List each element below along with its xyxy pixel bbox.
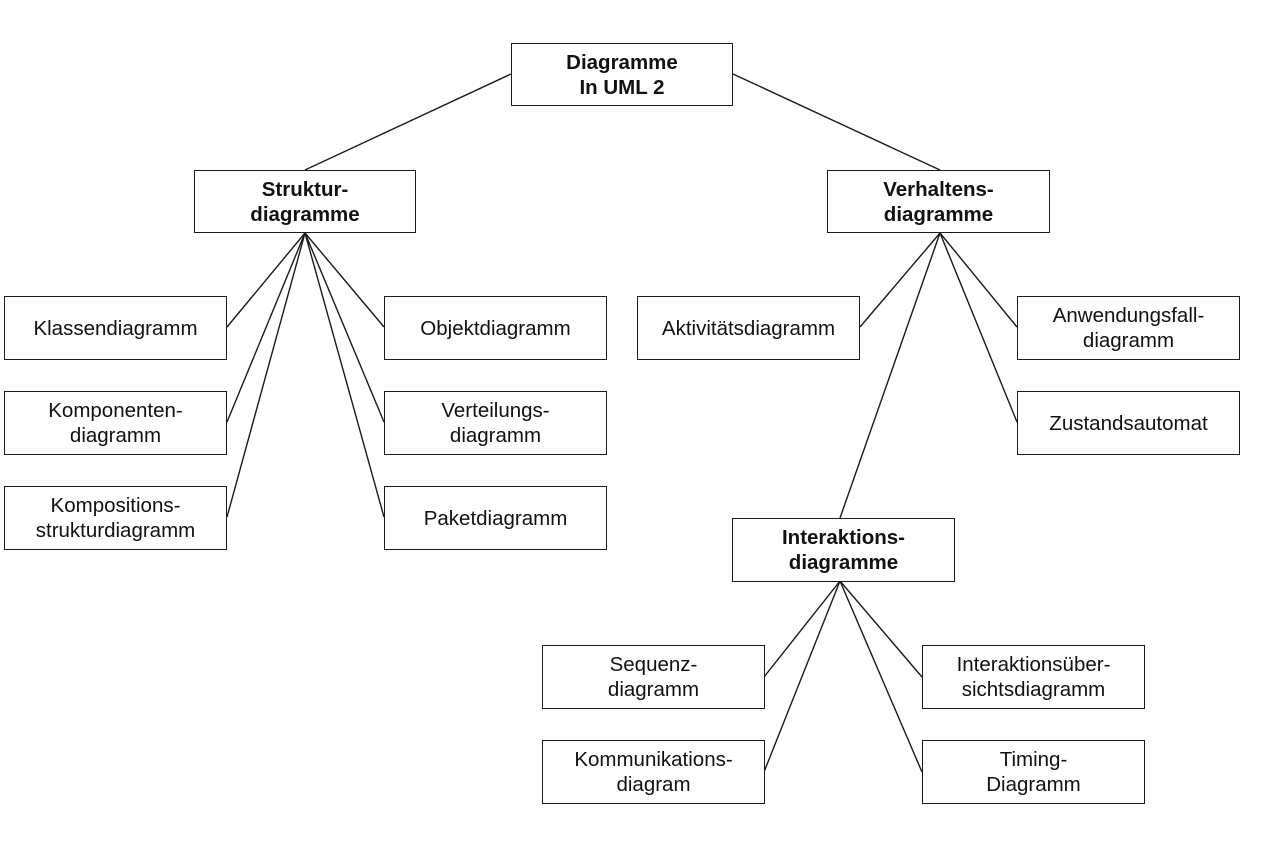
node-interaktionsuebersichtsdiagramm-line2: sichtsdiagramm bbox=[961, 678, 1106, 701]
node-strukturdiagramme-line1: Struktur- bbox=[261, 177, 349, 201]
node-zustandsautomat: Zustandsautomat bbox=[1017, 391, 1240, 455]
node-kommunikationsdiagram: Kommunikations- diagram bbox=[542, 740, 765, 804]
connector-struktur-paket bbox=[304, 232, 385, 518]
node-komponentendiagramm-line1: Komponenten- bbox=[48, 399, 183, 422]
node-interaktionsuebersichtsdiagramm: Interaktionsüber- sichtsdiagramm bbox=[922, 645, 1145, 709]
node-kompositionsstrukturdiagramm-line2: strukturdiagramm bbox=[35, 519, 196, 542]
node-root-line2: In UML 2 bbox=[579, 75, 665, 99]
connector-root-verhalten bbox=[732, 73, 941, 171]
node-timing-diagramm-line2: Diagramm bbox=[986, 773, 1081, 796]
node-kommunikationsdiagram-line1: Kommunikations- bbox=[574, 748, 733, 771]
node-klassendiagramm-line1: Klassendiagramm bbox=[33, 316, 198, 340]
node-verhaltensdiagramme-line1: Verhaltens- bbox=[883, 177, 994, 201]
connector-struktur-komponenten bbox=[226, 232, 306, 423]
connector-struktur-klassen bbox=[226, 232, 306, 328]
node-sequenzdiagramm-line2: diagramm bbox=[607, 678, 700, 701]
node-anwendungsfalldiagramm-line2: diagramm bbox=[1082, 329, 1175, 352]
connector-interaktion-kommunikations bbox=[763, 580, 841, 773]
node-objektdiagramm: Objektdiagramm bbox=[384, 296, 607, 360]
node-komponentendiagramm: Komponenten- diagramm bbox=[4, 391, 227, 455]
node-paketdiagramm: Paketdiagramm bbox=[384, 486, 607, 550]
connector-struktur-kompositions bbox=[226, 232, 306, 518]
node-anwendungsfalldiagramm: Anwendungsfall- diagramm bbox=[1017, 296, 1240, 360]
node-verhaltensdiagramme: Verhaltens- diagramme bbox=[827, 170, 1050, 233]
node-sequenzdiagramm-line1: Sequenz- bbox=[609, 653, 698, 676]
connector-interaktion-sequenz bbox=[763, 580, 841, 678]
node-klassendiagramm: Klassendiagramm bbox=[4, 296, 227, 360]
node-interaktionsdiagramme-line1: Interaktions- bbox=[781, 526, 906, 549]
node-interaktionsdiagramme-line2: diagramme bbox=[788, 551, 899, 574]
node-root-diagramme-uml2: Diagramme In UML 2 bbox=[511, 43, 733, 106]
node-objektdiagramm-line1: Objektdiagramm bbox=[420, 316, 571, 340]
node-kompositionsstrukturdiagramm-line1: Kompositions- bbox=[50, 494, 181, 517]
node-strukturdiagramme: Struktur- diagramme bbox=[194, 170, 416, 233]
node-komponentendiagramm-line2: diagramm bbox=[69, 424, 162, 447]
node-verhaltensdiagramme-line2: diagramme bbox=[883, 202, 994, 226]
connector-interaktion-uebersicht bbox=[839, 580, 923, 678]
connector-verhalten-interaktion bbox=[839, 232, 941, 519]
node-zustandsautomat-line1: Zustandsautomat bbox=[1049, 411, 1208, 435]
node-verteilungsdiagramm: Verteilungs- diagramm bbox=[384, 391, 607, 455]
node-verteilungsdiagramm-line1: Verteilungs- bbox=[441, 399, 550, 422]
node-kompositionsstrukturdiagramm: Kompositions- strukturdiagramm bbox=[4, 486, 227, 550]
node-verteilungsdiagramm-line2: diagramm bbox=[449, 424, 542, 447]
node-anwendungsfalldiagramm-line1: Anwendungsfall- bbox=[1052, 304, 1205, 327]
node-aktivitaetsdiagramm-line1: Aktivitätsdiagramm bbox=[661, 316, 836, 340]
connector-interaktion-timing bbox=[839, 580, 923, 773]
node-timing-diagramm-line1: Timing- bbox=[999, 748, 1068, 771]
node-interaktionsuebersichtsdiagramm-line1: Interaktionsüber- bbox=[956, 653, 1111, 676]
connector-root-struktur bbox=[304, 73, 512, 171]
node-timing-diagramm: Timing- Diagramm bbox=[922, 740, 1145, 804]
node-paketdiagramm-line1: Paketdiagramm bbox=[423, 506, 568, 530]
connector-verhalten-anwendungsfall bbox=[939, 232, 1018, 328]
connector-struktur-objekt bbox=[304, 232, 385, 328]
node-aktivitaetsdiagramm: Aktivitätsdiagramm bbox=[637, 296, 860, 360]
node-sequenzdiagramm: Sequenz- diagramm bbox=[542, 645, 765, 709]
node-kommunikationsdiagram-line2: diagram bbox=[616, 773, 691, 796]
connector-verhalten-aktivitaets bbox=[859, 232, 941, 328]
connector-struktur-verteilungs bbox=[304, 232, 385, 423]
node-root-line1: Diagramme bbox=[566, 50, 678, 74]
connector-verhalten-zustandsautomat bbox=[939, 232, 1018, 423]
node-interaktionsdiagramme: Interaktions- diagramme bbox=[732, 518, 955, 582]
node-strukturdiagramme-line2: diagramme bbox=[250, 202, 360, 226]
